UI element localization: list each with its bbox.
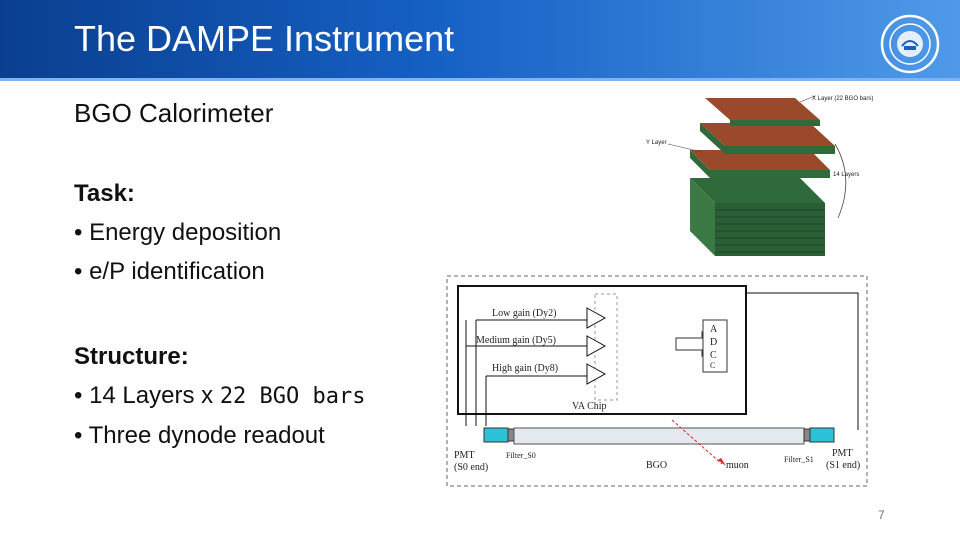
task-item: • e/P identification [74,258,265,285]
bgo-bar [513,427,805,445]
structure-item-text: • 14 Layers x [74,382,220,409]
muon-label: muon [726,460,749,471]
header-bar [0,0,960,78]
readout-diagram: Low gain (Dy2) Medium gain (Dy5) High ga… [446,275,868,487]
task-section: Task: • Energy deposition • e/P identifi… [74,174,281,291]
adc-letter: A [710,324,718,335]
slide-subtitle: BGO Calorimeter [74,98,274,128]
adc-letter: D [710,337,717,348]
task-item: • Energy deposition [74,219,282,246]
adc-letter: C [710,350,717,361]
calorimeter-stack [690,98,835,256]
low-gain-label: Low gain (Dy2) [492,308,556,319]
pmt-left-end-label: (S0 end) [454,462,488,473]
task-heading: Task: [74,180,135,207]
pmt-left-label: PMT [454,450,475,461]
muon-track [671,419,723,465]
filter-left-label: Filter_S0 [506,451,536,460]
header-divider [0,78,960,81]
high-gain-label: High gain (Dy8) [492,363,558,374]
pmt-s1 [809,427,835,443]
pmt-right-end-label: (S1 end) [826,460,860,471]
adc-letter: C [710,361,715,370]
structure-section: Structure: • 14 Layers x 22 BGO bars • T… [74,337,366,455]
bgo-label: BGO [646,460,667,471]
structure-item: • Three dynode readout [74,422,325,449]
filter-right-label: Filter_S1 [784,455,814,464]
page-number: 7 [878,508,885,522]
slide-title: The DAMPE Instrument [74,18,455,59]
va-chip-label: VA Chip [572,401,607,412]
y-layer-label: Y Layer [646,140,667,146]
layers-count-label: 14 Layers [833,172,859,178]
structure-item: • 14 Layers x 22 BGO bars [74,376,366,416]
medium-gain-label: Medium gain (Dy5) [476,335,556,346]
x-layer-label: X Layer (22 BGO bars) [812,96,873,102]
calorimeter-figure: X Layer (22 BGO bars) Y Layer 14 Layers [646,95,873,256]
university-seal-logo [880,14,940,74]
pmt-s0 [483,427,509,443]
pmt-right-label: PMT [832,448,853,459]
structure-item-mono: 22 BGO bars [219,384,366,409]
structure-heading: Structure: [74,343,189,370]
